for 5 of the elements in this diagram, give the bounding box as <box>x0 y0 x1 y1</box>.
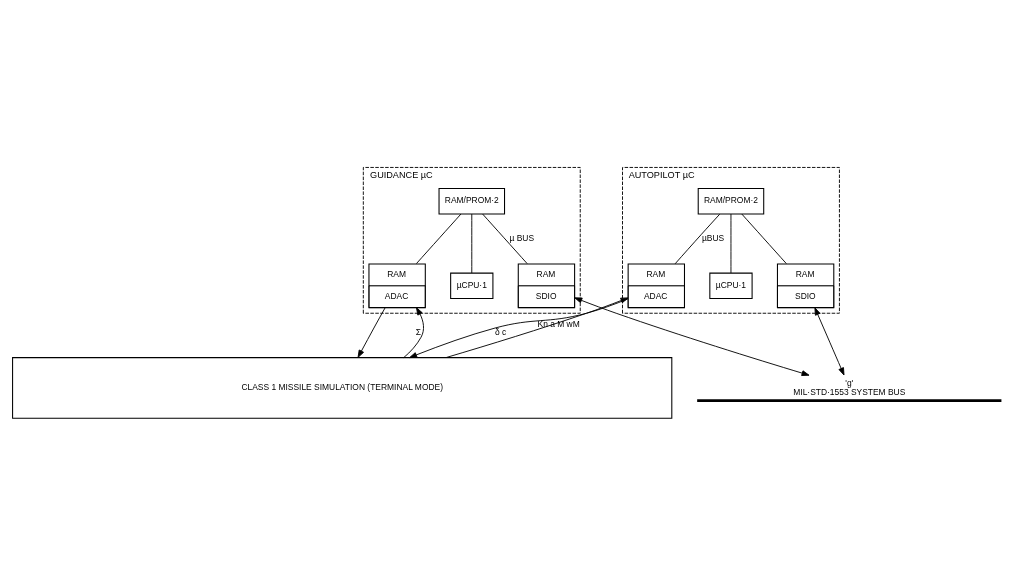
node-text: 'g' MIL·STD·1553 SYSTEM BUS <box>792 377 905 397</box>
edge-label: δ c <box>494 326 506 337</box>
edge-label: µ BUS <box>509 232 534 243</box>
edge-label: Σ <box>415 326 421 337</box>
edge-label: µBUS <box>701 232 724 243</box>
